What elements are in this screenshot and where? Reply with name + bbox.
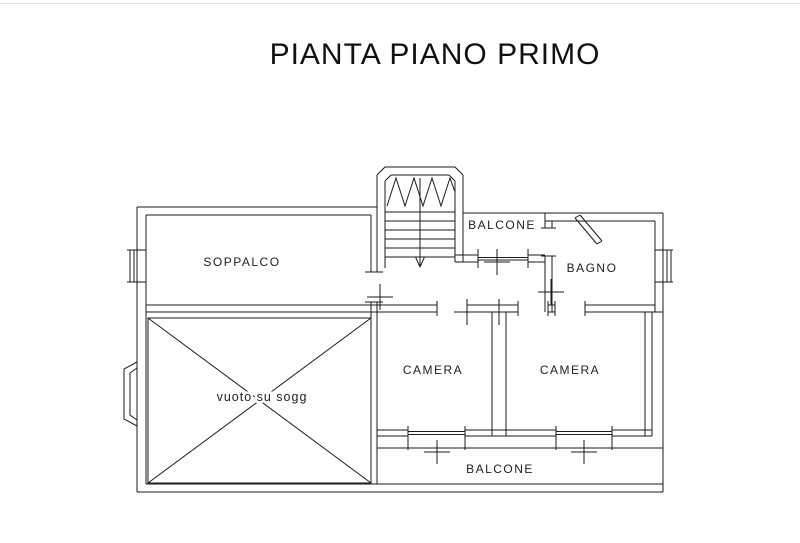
- room-label-balcone-bottom: BALCONE: [466, 462, 534, 476]
- wall-bump-left: [123, 361, 138, 427]
- room-label-balcone-top: BALCONE: [468, 218, 536, 232]
- interior-walls: [146, 213, 663, 449]
- cross-marker: [454, 299, 480, 325]
- page-title: PIANTA PIANO PRIMO: [269, 38, 601, 71]
- stair-arrow-icon: [415, 256, 421, 268]
- cross-marker: [484, 249, 510, 275]
- cross-marker: [424, 440, 450, 464]
- window-top-border: [0, 3, 800, 4]
- room-label-camera-right: CAMERA: [540, 363, 600, 377]
- bagno-door-leaf: [574, 214, 603, 245]
- cross-marker: [367, 284, 393, 310]
- cross-marker: [571, 440, 597, 464]
- window-left: [127, 249, 146, 283]
- room-label-bagno: BAGNO: [567, 261, 618, 275]
- room-label-camera-left: CAMERA: [403, 363, 463, 377]
- windows: [127, 249, 673, 450]
- window-top-balcony: [477, 249, 529, 268]
- window-right: [655, 249, 673, 283]
- window-camera-left: [407, 426, 466, 450]
- exterior-walls: [136, 206, 664, 493]
- room-label-soppalco: SOPPALCO: [203, 255, 280, 269]
- staircase: [385, 176, 456, 268]
- room-label-vuoto-su-sogg: vuoto su sogg: [217, 390, 308, 404]
- void-cross: [147, 317, 372, 484]
- cross-marker: [486, 299, 512, 325]
- cross-marker: [538, 279, 564, 305]
- window-camera-right: [555, 426, 613, 450]
- cross-markers: [367, 249, 597, 464]
